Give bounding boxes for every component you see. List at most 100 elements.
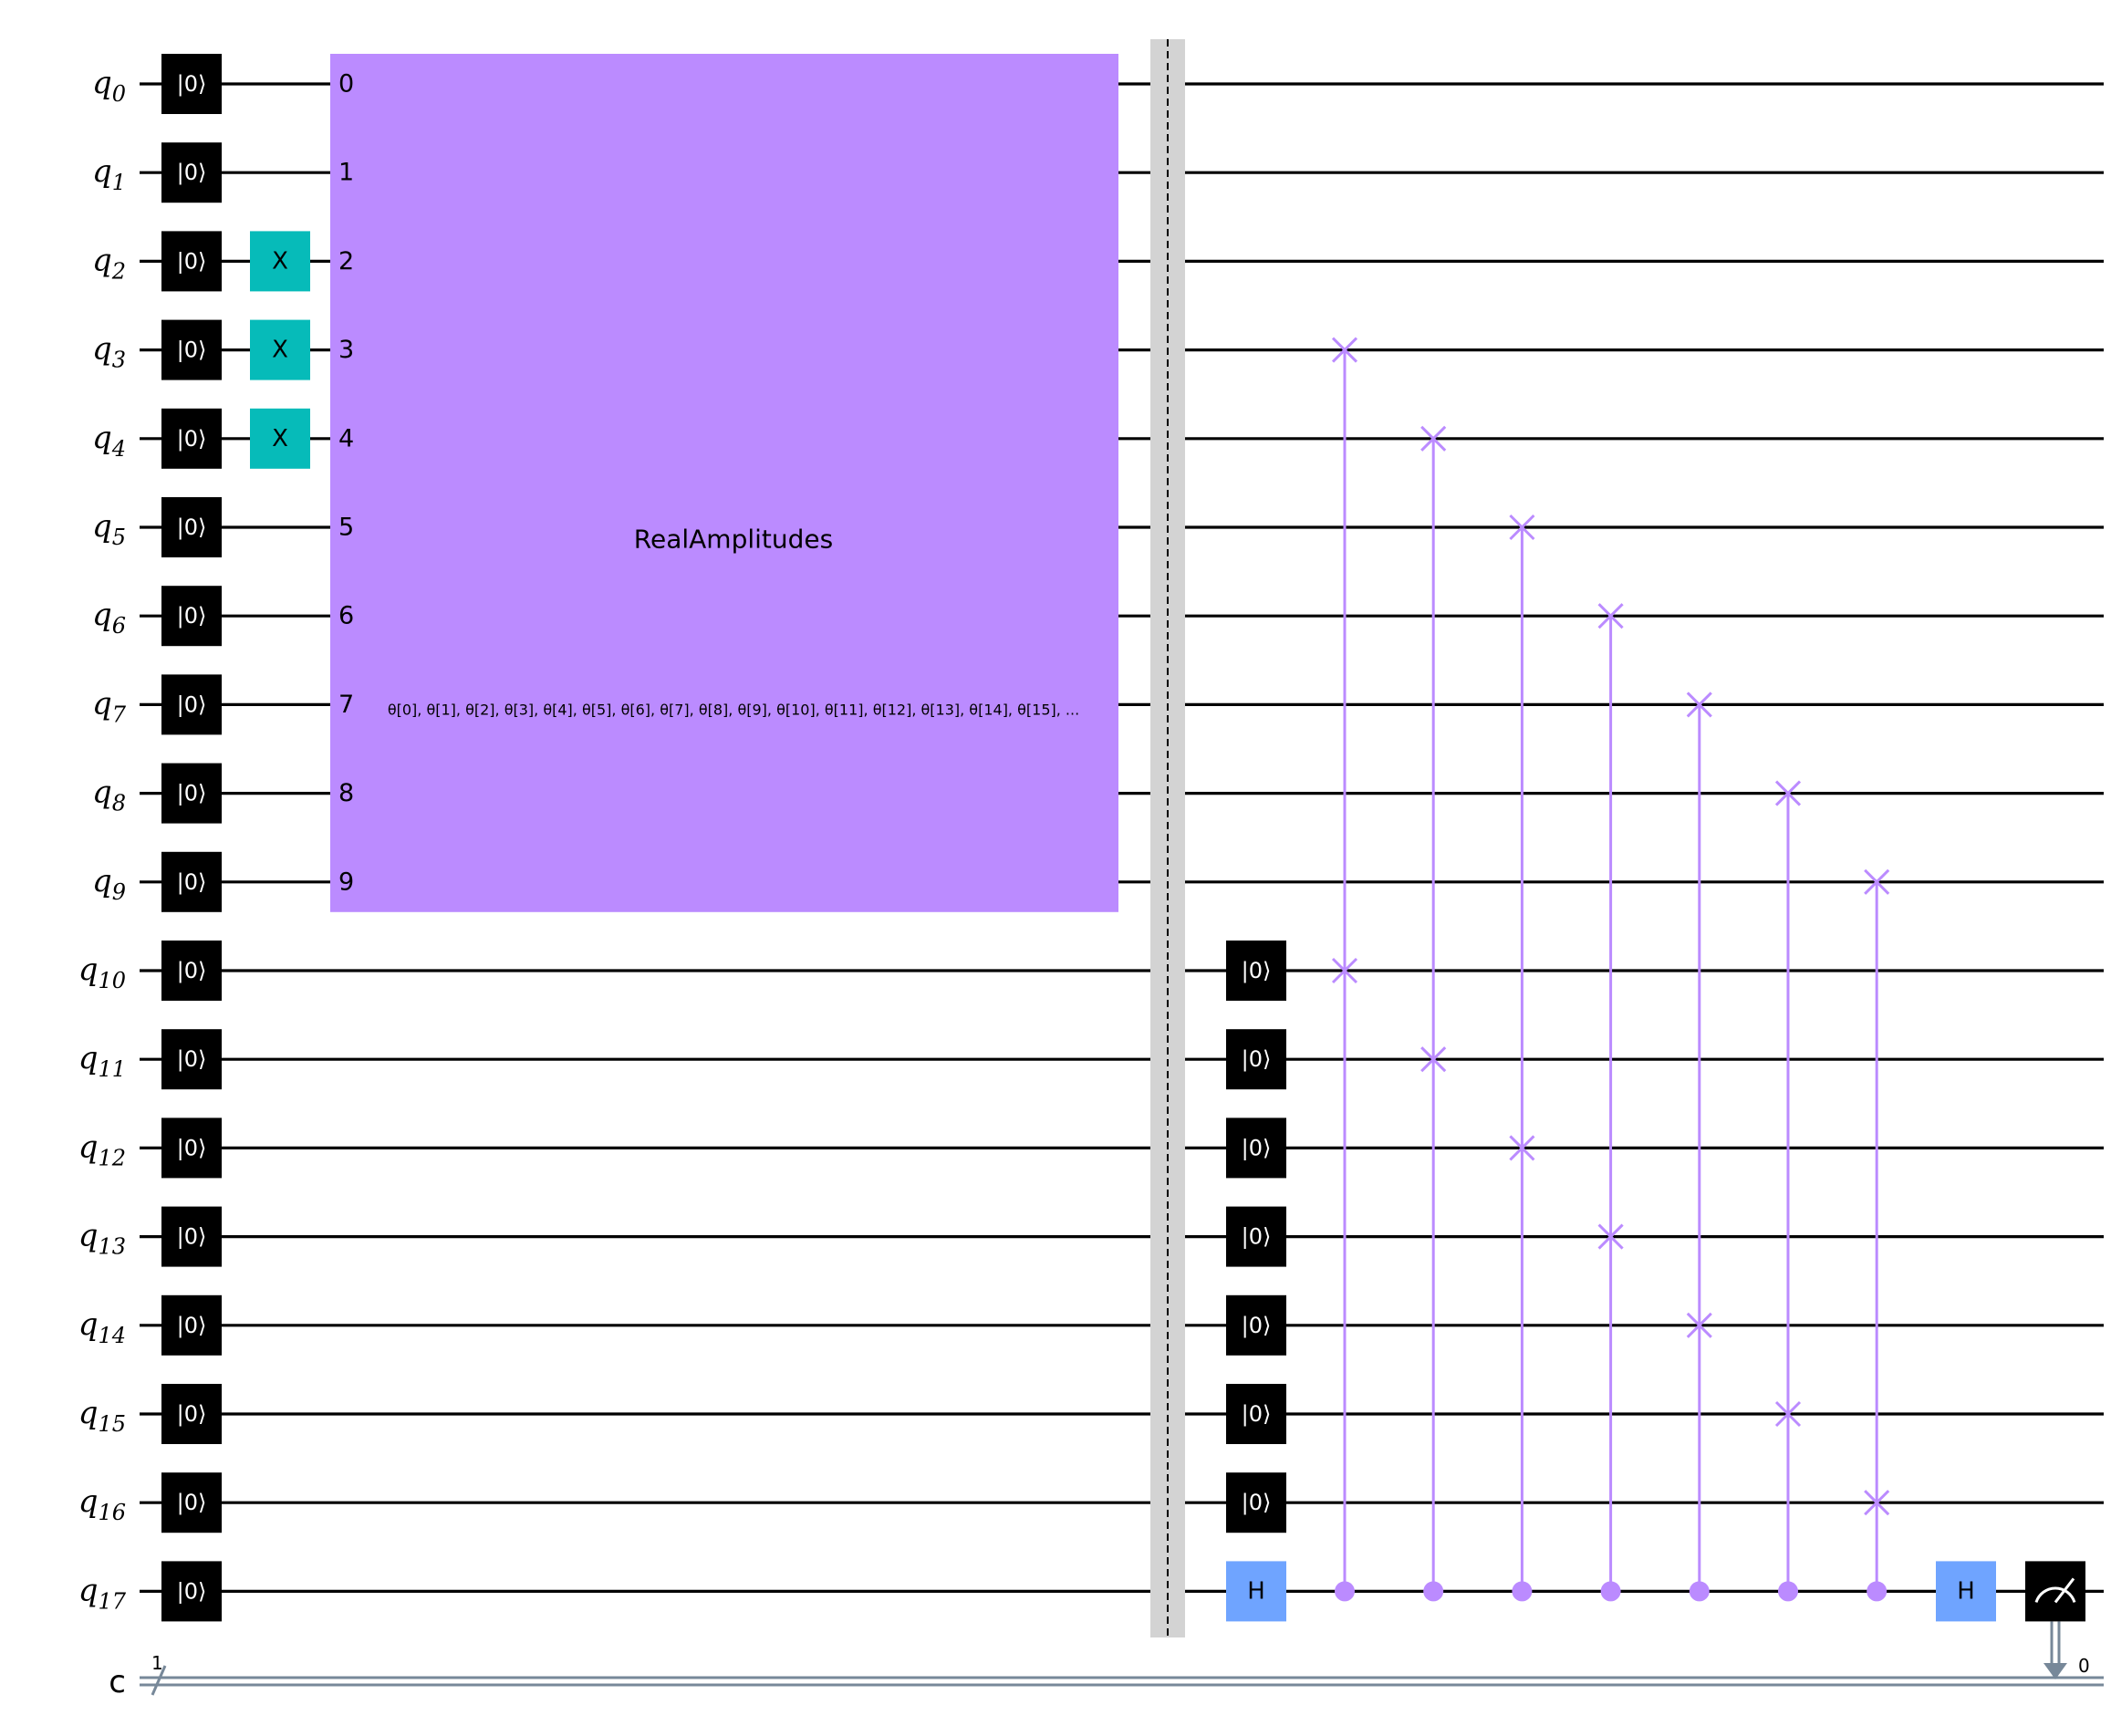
- swap-cross-icon: [1774, 780, 1802, 806]
- reset-label: |0⟩: [1242, 1313, 1272, 1338]
- swap-cross-stroke: [1331, 957, 1358, 984]
- reset-box: [161, 1294, 222, 1356]
- reset-box: [161, 763, 222, 824]
- qubit-label-10: q10: [78, 951, 126, 993]
- swap-cross-icon: [1686, 691, 1712, 718]
- reset-gate: |0⟩: [161, 1117, 222, 1179]
- reset-label: |0⟩: [177, 515, 207, 540]
- qubit-label-9: q9: [92, 863, 126, 905]
- qubit-label-17: q17: [78, 1572, 127, 1614]
- reset-column-1: |0⟩ |0⟩ |0⟩ |0⟩ |0⟩ |0⟩ |0⟩ |0⟩ |0⟩ |0⟩ |0⟩ |0⟩ |0⟩ |…: [161, 54, 222, 1622]
- reset-box: [161, 54, 222, 114]
- meter-needle: [2054, 1577, 2075, 1604]
- x-gate-box: [250, 231, 310, 292]
- qubit-label-4: q4: [92, 420, 126, 462]
- swap-cross-icon: [1686, 1312, 1712, 1338]
- swap-cross-icon: [1509, 514, 1535, 541]
- swap-cross-stroke: [1597, 603, 1624, 629]
- block-pin-label: 6: [338, 602, 354, 630]
- controlled-swap: [1509, 514, 1535, 1602]
- meter-arc: [2034, 1586, 2076, 1603]
- reset-gate: |0⟩: [161, 1206, 222, 1267]
- reset-label: |0⟩: [1242, 1224, 1272, 1250]
- reset-box: [161, 674, 222, 735]
- real-amplitudes-box: [330, 54, 1118, 912]
- reset-label: |0⟩: [177, 1046, 207, 1072]
- reset-gate: |0⟩: [161, 408, 222, 469]
- swap-cross-stroke: [1509, 1135, 1535, 1161]
- meter-icon: [2034, 1577, 2076, 1604]
- qubit-label-14: q14: [78, 1306, 126, 1348]
- classical-register: 1: [140, 1652, 2104, 1696]
- reset-box: [1226, 1294, 1286, 1356]
- qubit-label-2: q2: [92, 242, 126, 284]
- control-dot: [1867, 1581, 1887, 1602]
- swap-cross-icon: [1420, 425, 1447, 452]
- real-amplitudes-params: θ[0], θ[1], θ[2], θ[3], θ[4], θ[5], θ[6]…: [388, 702, 1079, 719]
- reset-box: [161, 142, 222, 203]
- controlled-swap: [1420, 425, 1447, 1602]
- x-gate: X: [250, 408, 310, 469]
- reset-label: |0⟩: [177, 338, 207, 363]
- x-gates: XXX: [250, 231, 310, 469]
- register-labels: q0q1q2q3q4q5q6q7q8q9q10q11q12q13q14q15q1…: [78, 65, 127, 1700]
- reset-column-2: |0⟩|0⟩|0⟩|0⟩|0⟩|0⟩|0⟩: [1226, 941, 1286, 1533]
- reset-label: |0⟩: [1242, 958, 1272, 983]
- swap-cross-icon: [1597, 1223, 1624, 1250]
- reset-label: |0⟩: [177, 1135, 207, 1160]
- reset-box: [1226, 1472, 1286, 1533]
- reset-label: |0⟩: [177, 958, 207, 983]
- swap-cross-stroke: [1864, 1490, 1890, 1516]
- qubit-label-5: q5: [92, 508, 126, 550]
- reset-box: [161, 1029, 222, 1090]
- reset-gate: |0⟩: [161, 497, 222, 557]
- reset-gate: |0⟩: [161, 1561, 222, 1622]
- reset-box: [1226, 1384, 1286, 1444]
- control-dot: [1512, 1581, 1533, 1602]
- qubit-label-6: q6: [92, 597, 126, 639]
- reset-box: [161, 941, 222, 1001]
- swap-cross-stroke: [1686, 691, 1712, 718]
- h-gate-label: H: [1957, 1577, 1975, 1605]
- reset-box: [161, 1206, 222, 1267]
- reset-label: |0⟩: [1242, 1490, 1272, 1515]
- reset-gate: |0⟩: [1226, 1029, 1286, 1090]
- swap-cross-icon: [1597, 603, 1624, 629]
- controlled-swap: [1774, 780, 1802, 1602]
- h-gate-box: [1936, 1561, 1996, 1622]
- block-pin-label: 3: [338, 336, 354, 364]
- reset-box: [161, 586, 222, 647]
- reset-box: [1226, 941, 1286, 1001]
- reset-gate: |0⟩: [161, 231, 222, 292]
- controlled-swap: [1597, 603, 1624, 1602]
- qubit-label-8: q8: [92, 774, 126, 816]
- reset-gate: |0⟩: [161, 142, 222, 203]
- reset-gate: |0⟩: [161, 1472, 222, 1533]
- reset-label: |0⟩: [177, 781, 207, 806]
- swap-cross-stroke: [1774, 780, 1802, 806]
- block-pin-label: 9: [338, 868, 354, 896]
- swap-cross-icon: [1331, 957, 1358, 984]
- reset-label: |0⟩: [177, 1224, 207, 1250]
- swap-cross-icon: [1331, 337, 1358, 363]
- measure-arrow-icon: [2043, 1663, 2067, 1679]
- reset-label: |0⟩: [177, 71, 207, 97]
- swap-cross-icon: [1864, 868, 1890, 895]
- x-gate-label: X: [272, 425, 288, 452]
- barrier: [1150, 39, 1185, 1637]
- swap-cross-stroke: [1509, 514, 1535, 541]
- reset-gate: |0⟩: [1226, 1472, 1286, 1533]
- x-gate-box: [250, 319, 310, 380]
- control-dot: [1335, 1581, 1355, 1602]
- reset-box: [161, 1472, 222, 1533]
- reset-gate: |0⟩: [161, 851, 222, 912]
- reset-box: [1226, 1029, 1286, 1090]
- swap-cross-icon: [1420, 1046, 1447, 1073]
- h-gate-box: [1226, 1561, 1286, 1622]
- swap-cross-stroke: [1864, 868, 1890, 895]
- controlled-swaps: [1331, 337, 1890, 1602]
- real-amplitudes-title: RealAmplitudes: [634, 525, 833, 555]
- qubit-label-11: q11: [78, 1040, 126, 1082]
- reset-label: |0⟩: [177, 1490, 207, 1515]
